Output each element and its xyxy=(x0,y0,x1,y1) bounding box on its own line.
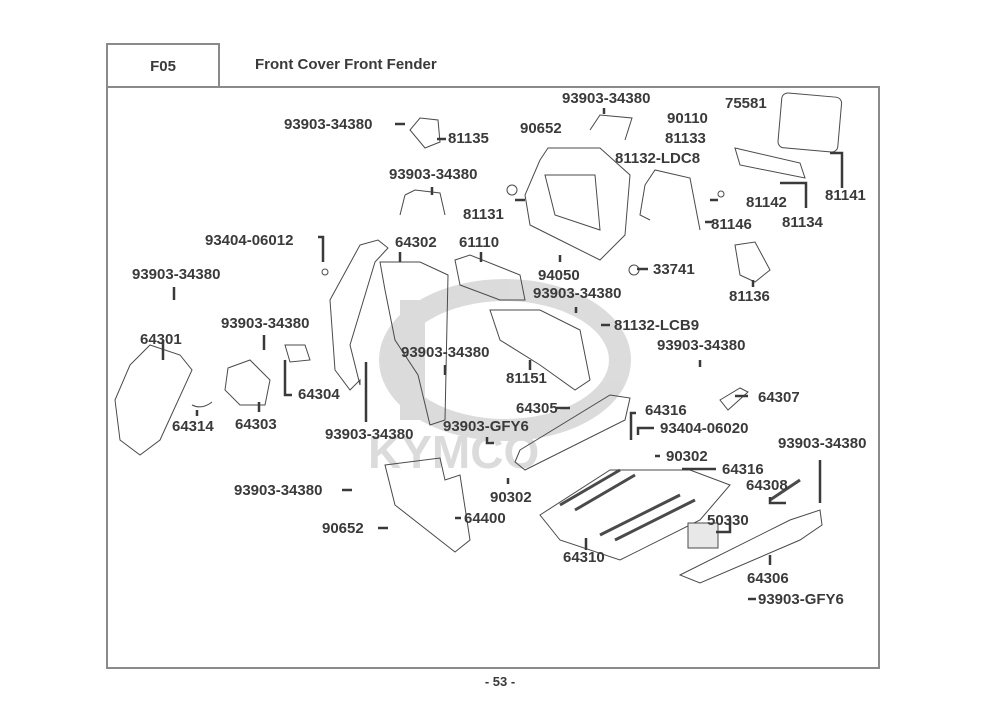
part-label: 64304 xyxy=(298,386,340,403)
part-label: 81132-LCB9 xyxy=(614,317,700,334)
part-label: 81142 xyxy=(746,194,787,211)
leader xyxy=(716,518,732,534)
part-label: 64301 xyxy=(140,331,182,348)
part-label: 81146 xyxy=(711,216,752,233)
part-label: 93903-34380 xyxy=(132,266,221,283)
leader xyxy=(485,437,494,445)
leader xyxy=(768,497,786,505)
part-label: 93903-GFY6 xyxy=(758,591,844,608)
part-label: 64307 xyxy=(758,389,800,406)
part-label: 93903-34380 xyxy=(778,435,867,452)
watermark-text: KYMCO xyxy=(368,426,539,478)
watermark-ring xyxy=(379,279,631,441)
part-label: 64314 xyxy=(172,418,214,435)
part-64314 xyxy=(191,401,213,408)
part-label: 64302 xyxy=(395,234,437,251)
part-label: 81132-LDC8 xyxy=(615,150,701,167)
part-label: 93903-34380 xyxy=(221,315,310,332)
part-81131-inner xyxy=(544,174,601,231)
part-label: 81135 xyxy=(448,130,489,147)
part-label: 64308 xyxy=(746,477,788,494)
part-label: 33741 xyxy=(653,261,695,278)
part-81151 xyxy=(489,309,591,391)
part-clip-strip-2 xyxy=(589,114,633,141)
part-label: 90302 xyxy=(666,448,708,465)
part-64305 xyxy=(514,394,631,471)
part-label: 81133 xyxy=(665,130,706,147)
part-label: 94050 xyxy=(538,267,580,284)
part-label: 61110 xyxy=(459,234,500,251)
part-label: 81134 xyxy=(782,214,823,231)
part-label: 93903-34380 xyxy=(401,344,490,361)
part-label: 64306 xyxy=(747,570,789,587)
leader xyxy=(830,151,844,188)
part-81136 xyxy=(734,241,771,283)
part-label: 93903-34380 xyxy=(234,482,323,499)
part-label: 93404-06020 xyxy=(660,420,749,437)
kymco-watermark: KYMCO xyxy=(368,279,631,478)
page-title: Front Cover Front Fender xyxy=(255,56,437,73)
part-label: 93903-34380 xyxy=(657,337,746,354)
part-64308 xyxy=(769,478,801,502)
part-label: 64400 xyxy=(464,510,506,527)
leader-lines xyxy=(161,108,844,601)
part-81135 xyxy=(409,117,441,149)
part-93404-06012 xyxy=(321,268,329,276)
part-label: 64303 xyxy=(235,416,277,433)
leader xyxy=(636,426,654,435)
part-label: 64316 xyxy=(645,402,687,419)
part-61110 xyxy=(454,254,526,301)
part-label: 90110 xyxy=(667,110,708,127)
part-label: 93404-06012 xyxy=(205,232,294,249)
part-label: 90652 xyxy=(322,520,364,537)
part-81134 xyxy=(734,147,806,179)
part-label: 93903-34380 xyxy=(533,285,622,302)
part-64303 xyxy=(224,359,271,406)
leader xyxy=(629,411,636,440)
part-64310-rails xyxy=(559,468,696,542)
part-label: 81141 xyxy=(825,187,866,204)
leader xyxy=(283,360,292,397)
leader xyxy=(318,235,325,262)
part-label: 90302 xyxy=(490,489,532,506)
part-label: 93903-34380 xyxy=(325,426,414,443)
part-64310 xyxy=(539,469,731,561)
part-81131 xyxy=(524,147,631,261)
part-label: 64305 xyxy=(516,400,558,417)
part-label: 93903-34380 xyxy=(284,116,373,133)
part-label: 81136 xyxy=(729,288,770,305)
diagram-frame xyxy=(106,86,880,669)
part-64301 xyxy=(114,344,193,456)
part-label: 81151 xyxy=(506,370,547,387)
part-label: 93903-34380 xyxy=(562,90,651,107)
part-label: 64310 xyxy=(563,549,605,566)
part-clip-strip xyxy=(399,189,446,216)
section-code: F05 xyxy=(106,43,220,88)
part-label: 50330 xyxy=(707,512,749,529)
part-label: 64316 xyxy=(722,461,764,478)
part-81141 xyxy=(777,92,843,153)
part-64306 xyxy=(678,509,823,584)
part-64302-left xyxy=(329,239,389,391)
watermark-bar xyxy=(400,300,425,420)
section-code-text: F05 xyxy=(150,58,176,75)
part-label: 75581 xyxy=(725,95,767,112)
part-label: 93903-34380 xyxy=(389,166,478,183)
part-64307 xyxy=(719,387,749,411)
part-64400 xyxy=(384,457,471,553)
part-drawings xyxy=(114,92,843,584)
part-64304 xyxy=(284,344,311,363)
part-label: 90652 xyxy=(520,120,562,137)
page-number: - 53 - xyxy=(484,674,516,689)
leader xyxy=(780,181,808,208)
part-label: 93903-GFY6 xyxy=(443,418,529,435)
part-81142 xyxy=(717,190,725,198)
part-label: 81131 xyxy=(463,206,504,223)
part-50330 xyxy=(687,522,719,549)
part-81146 xyxy=(639,169,701,231)
part-64302-right xyxy=(379,261,449,426)
part-fastener-81131 xyxy=(506,184,518,196)
